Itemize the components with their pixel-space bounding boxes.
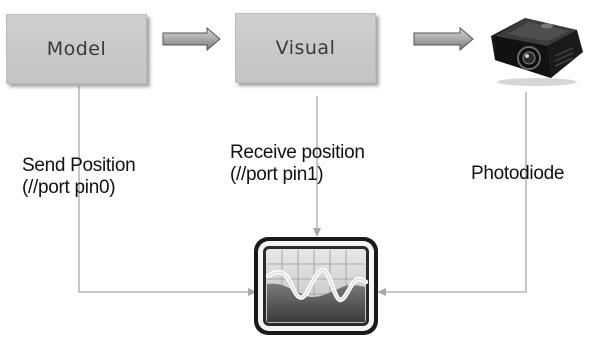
receive-position-label-line1: Receive position xyxy=(230,142,365,163)
model-node-label: Model xyxy=(46,38,107,60)
receive-position-label: Receive position (//port pin1) xyxy=(230,142,365,186)
send-position-label-line2: (//port pin0) xyxy=(22,177,116,198)
arrow-visual-to-projector xyxy=(413,26,474,52)
receive-position-label-line2: (//port pin1) xyxy=(230,164,324,185)
model-node: Model xyxy=(6,14,147,84)
photodiode-label: Photodiode xyxy=(471,163,565,184)
send-position-label-line1: Send Position xyxy=(22,155,136,176)
visual-node: Visual xyxy=(235,13,376,83)
photodiode-connector xyxy=(377,92,527,296)
arrow-model-to-visual xyxy=(162,26,221,52)
receive-position-connector xyxy=(313,96,321,237)
send-position-connector xyxy=(78,86,257,296)
send-position-label: Send Position (//port pin0) xyxy=(22,155,136,199)
visual-node-label: Visual xyxy=(275,37,336,59)
